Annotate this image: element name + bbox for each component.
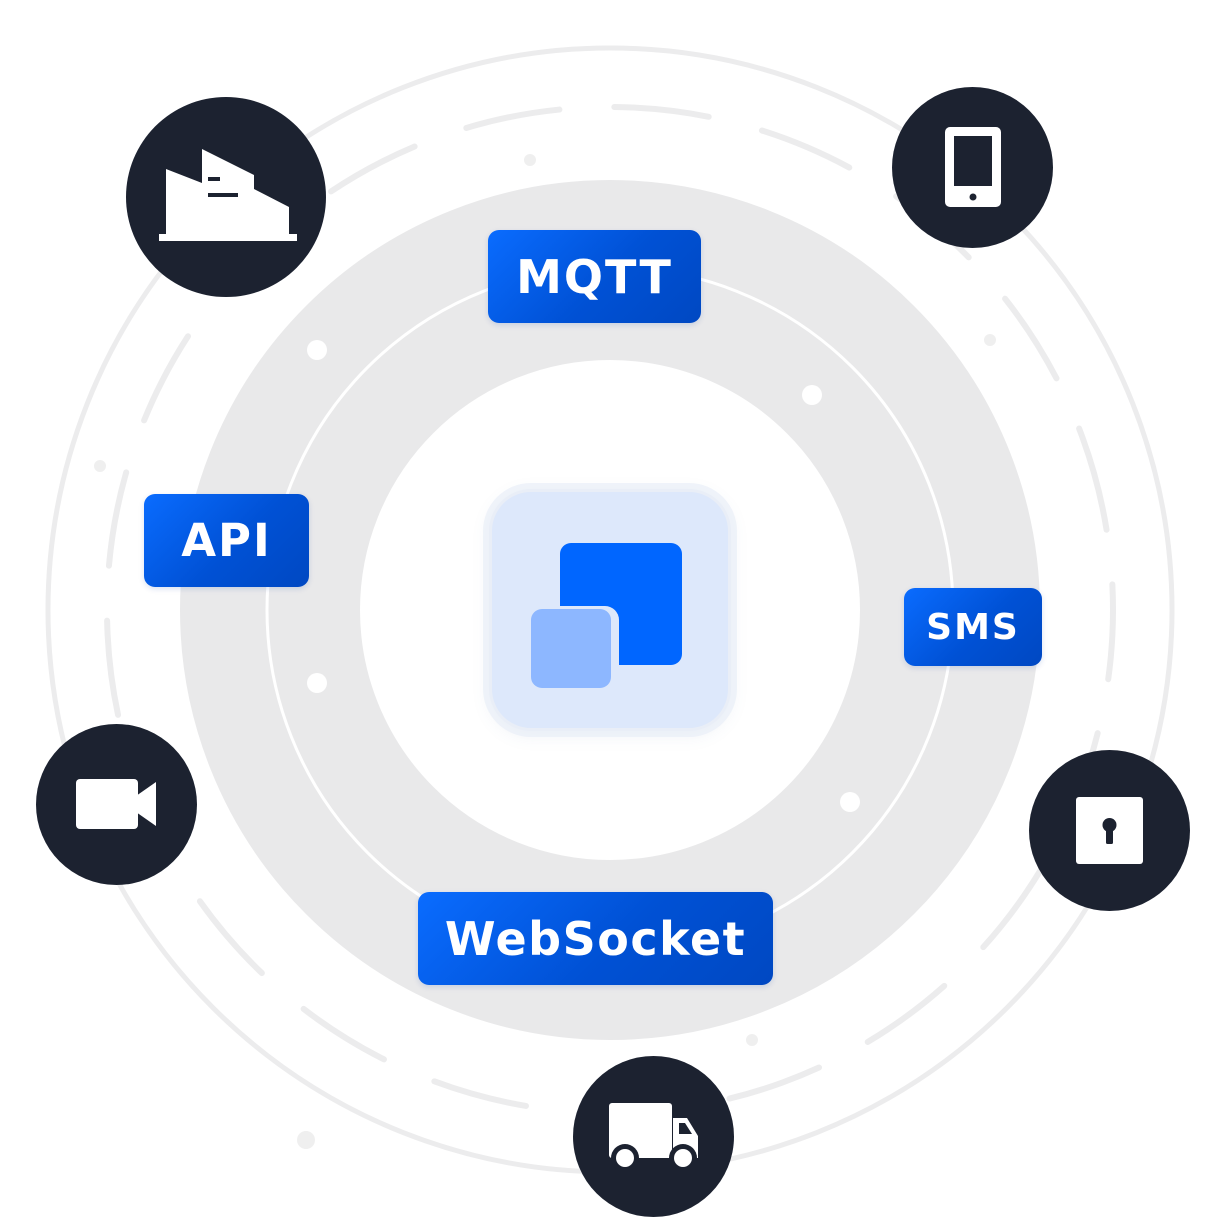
- band-dot: [307, 673, 327, 693]
- outer-dot: [746, 1034, 758, 1046]
- outer-dot: [297, 1131, 315, 1149]
- lock-icon: [1076, 797, 1143, 864]
- protocol-mqtt-label: MQTT: [488, 230, 701, 323]
- outer-dot: [94, 460, 106, 472]
- band-dot: [840, 792, 860, 812]
- outer-dot: [524, 154, 536, 166]
- truck-icon: [609, 1103, 698, 1172]
- building-icon: [159, 149, 297, 241]
- device-truck: [573, 1056, 734, 1217]
- outer-dot: [984, 334, 996, 346]
- device-building: [126, 97, 326, 297]
- center-app-tile: [489, 489, 731, 731]
- app-logo-icon: [528, 543, 682, 694]
- band-dot: [802, 385, 822, 405]
- tablet-icon: [945, 127, 1001, 207]
- protocol-sms-label: SMS: [904, 588, 1042, 666]
- device-lock: [1029, 750, 1190, 911]
- protocol-api-label: API: [144, 494, 309, 587]
- device-camera: [36, 724, 197, 885]
- device-tablet: [892, 87, 1053, 248]
- video-camera-icon: [76, 779, 156, 829]
- band-dot: [307, 340, 327, 360]
- protocol-websocket-label: WebSocket: [418, 892, 773, 985]
